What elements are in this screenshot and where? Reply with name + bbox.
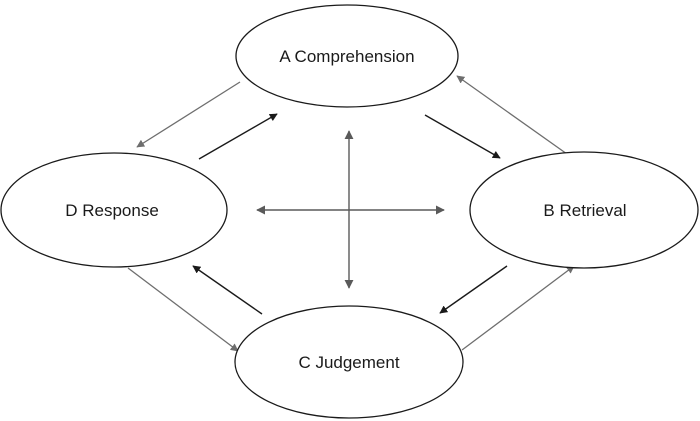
node-response: D Response [0,152,228,268]
node-judgement: C Judgement [234,305,464,419]
node-retrieval-shape [469,151,699,269]
node-judgement-shape [234,305,464,419]
arrow-response-to-judgement [127,267,239,352]
arrow-retrieval-to-judgement [439,265,508,314]
node-comprehension: A Comprehension [235,4,459,108]
arrow-response-to-comprehension [198,113,278,160]
arrow-retrieval-to-comprehension [456,75,568,155]
arrow-judgement-to-retrieval [461,265,575,351]
arrow-comprehension-to-response [136,81,241,148]
node-comprehension-label: A Comprehension [279,47,414,66]
arrow-judgement-to-response [192,265,263,315]
node-retrieval-label: B Retrieval [543,201,626,220]
node-comprehension-shape [235,4,459,108]
node-response-label: D Response [65,201,159,220]
node-response-shape [0,152,228,268]
arrow-comprehension-to-retrieval [424,114,501,159]
node-retrieval: B Retrieval [469,151,699,269]
node-judgement-label: C Judgement [298,353,399,372]
